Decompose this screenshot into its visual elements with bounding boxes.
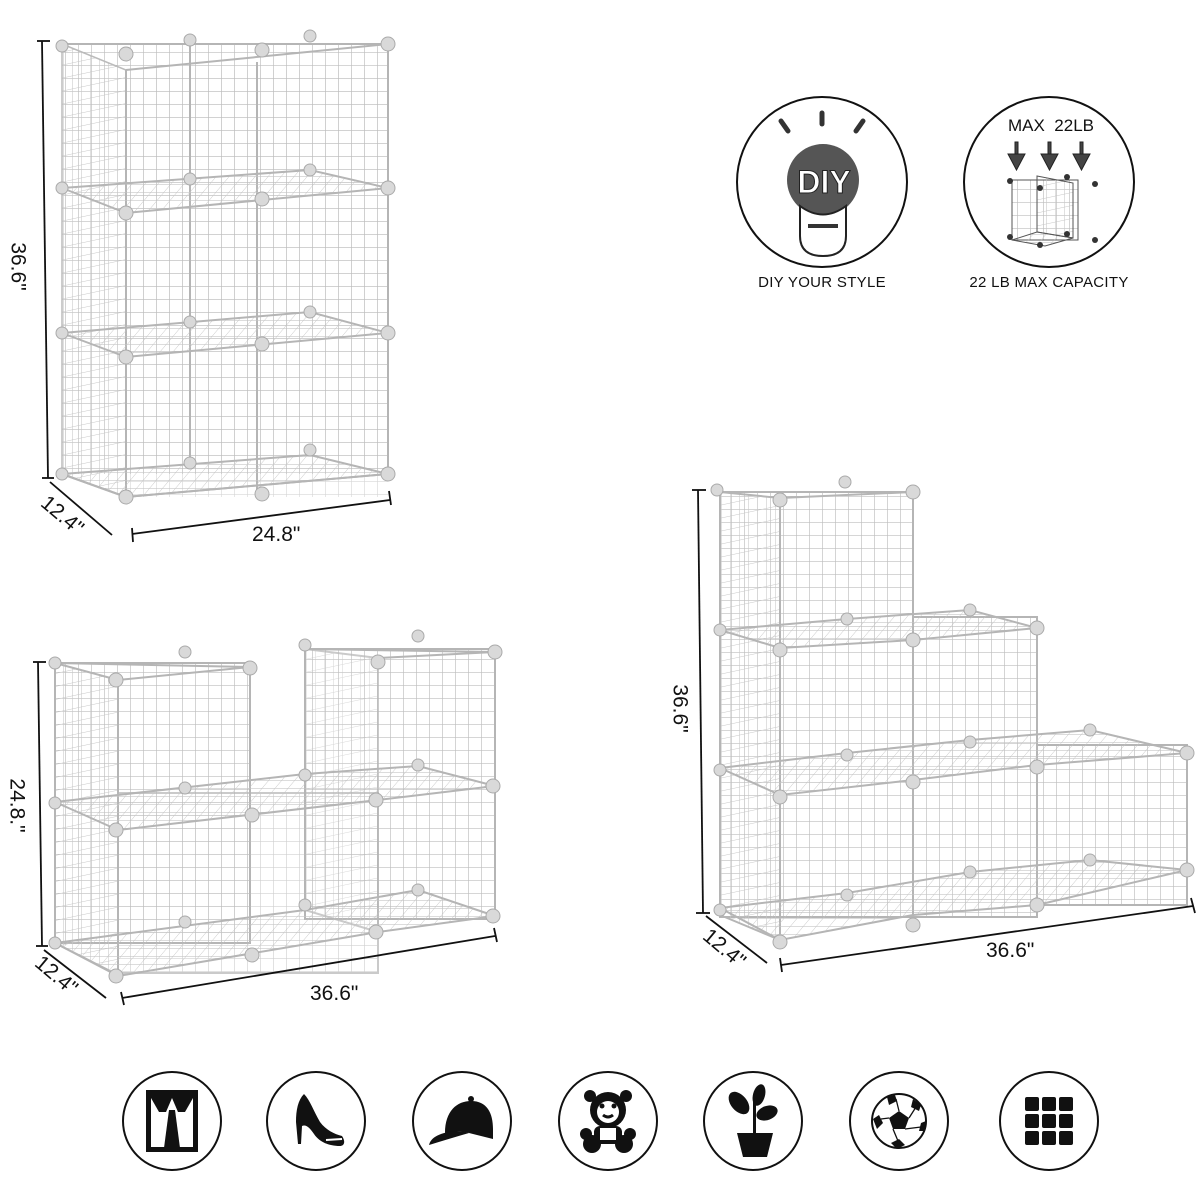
diy-badge-text: DIY — [797, 164, 851, 201]
use-icon-hats — [412, 1071, 512, 1171]
weight-cube-icon — [1007, 141, 1098, 248]
use-icon-shoes — [266, 1071, 366, 1171]
config-tower: 36.6" 12.4" 24.8" — [0, 0, 420, 560]
u-shape-width-label: 36.6" — [310, 982, 359, 1005]
u-shape-wire-cubes-drawing — [33, 629, 503, 1006]
plant-pot-icon — [728, 1084, 778, 1157]
high-heel-icon — [296, 1094, 345, 1146]
use-icon-clothes — [122, 1071, 222, 1171]
use-icon-toys — [558, 1071, 658, 1171]
cap-icon — [429, 1096, 493, 1145]
use-icon-balls — [849, 1071, 949, 1171]
staircase-width-label: 36.6" — [986, 939, 1035, 962]
diy-bulb-icon — [778, 110, 866, 258]
capacity-caption: 22 LB MAX CAPACITY — [969, 274, 1129, 291]
use-icon-storage — [999, 1071, 1099, 1171]
max-weight-text: MAX 22LB — [1008, 116, 1094, 135]
staircase-height-label: 36.6" — [668, 684, 692, 733]
capacity-circle: MAX 22LB — [963, 96, 1135, 268]
use-icon-plants — [703, 1071, 803, 1171]
tower-height-label: 36.6" — [6, 242, 30, 291]
config-u-shape: 24.8." 12.4" 36.6" — [0, 620, 520, 1020]
teddy-bear-icon — [580, 1090, 636, 1153]
tower-wire-cubes-drawing — [37, 29, 396, 543]
staircase-wire-cubes-drawing — [692, 475, 1196, 973]
feature-capacity: MAX 22LB 22 LB MAX CAPACITY — [963, 96, 1135, 296]
soccer-ball-icon — [871, 1093, 927, 1149]
config-staircase: 36.6" 12.4" 36.6" — [640, 470, 1200, 1030]
shirt-tie-icon — [146, 1090, 198, 1152]
u-shape-height-label: 24.8." — [5, 778, 29, 833]
tower-width-label: 24.8" — [252, 523, 301, 546]
diy-circle: DIY — [736, 96, 908, 268]
diy-caption: DIY YOUR STYLE — [758, 274, 886, 291]
grid-icon — [1025, 1097, 1073, 1145]
feature-diy: DIY DIY YOUR STYLE — [736, 96, 908, 296]
